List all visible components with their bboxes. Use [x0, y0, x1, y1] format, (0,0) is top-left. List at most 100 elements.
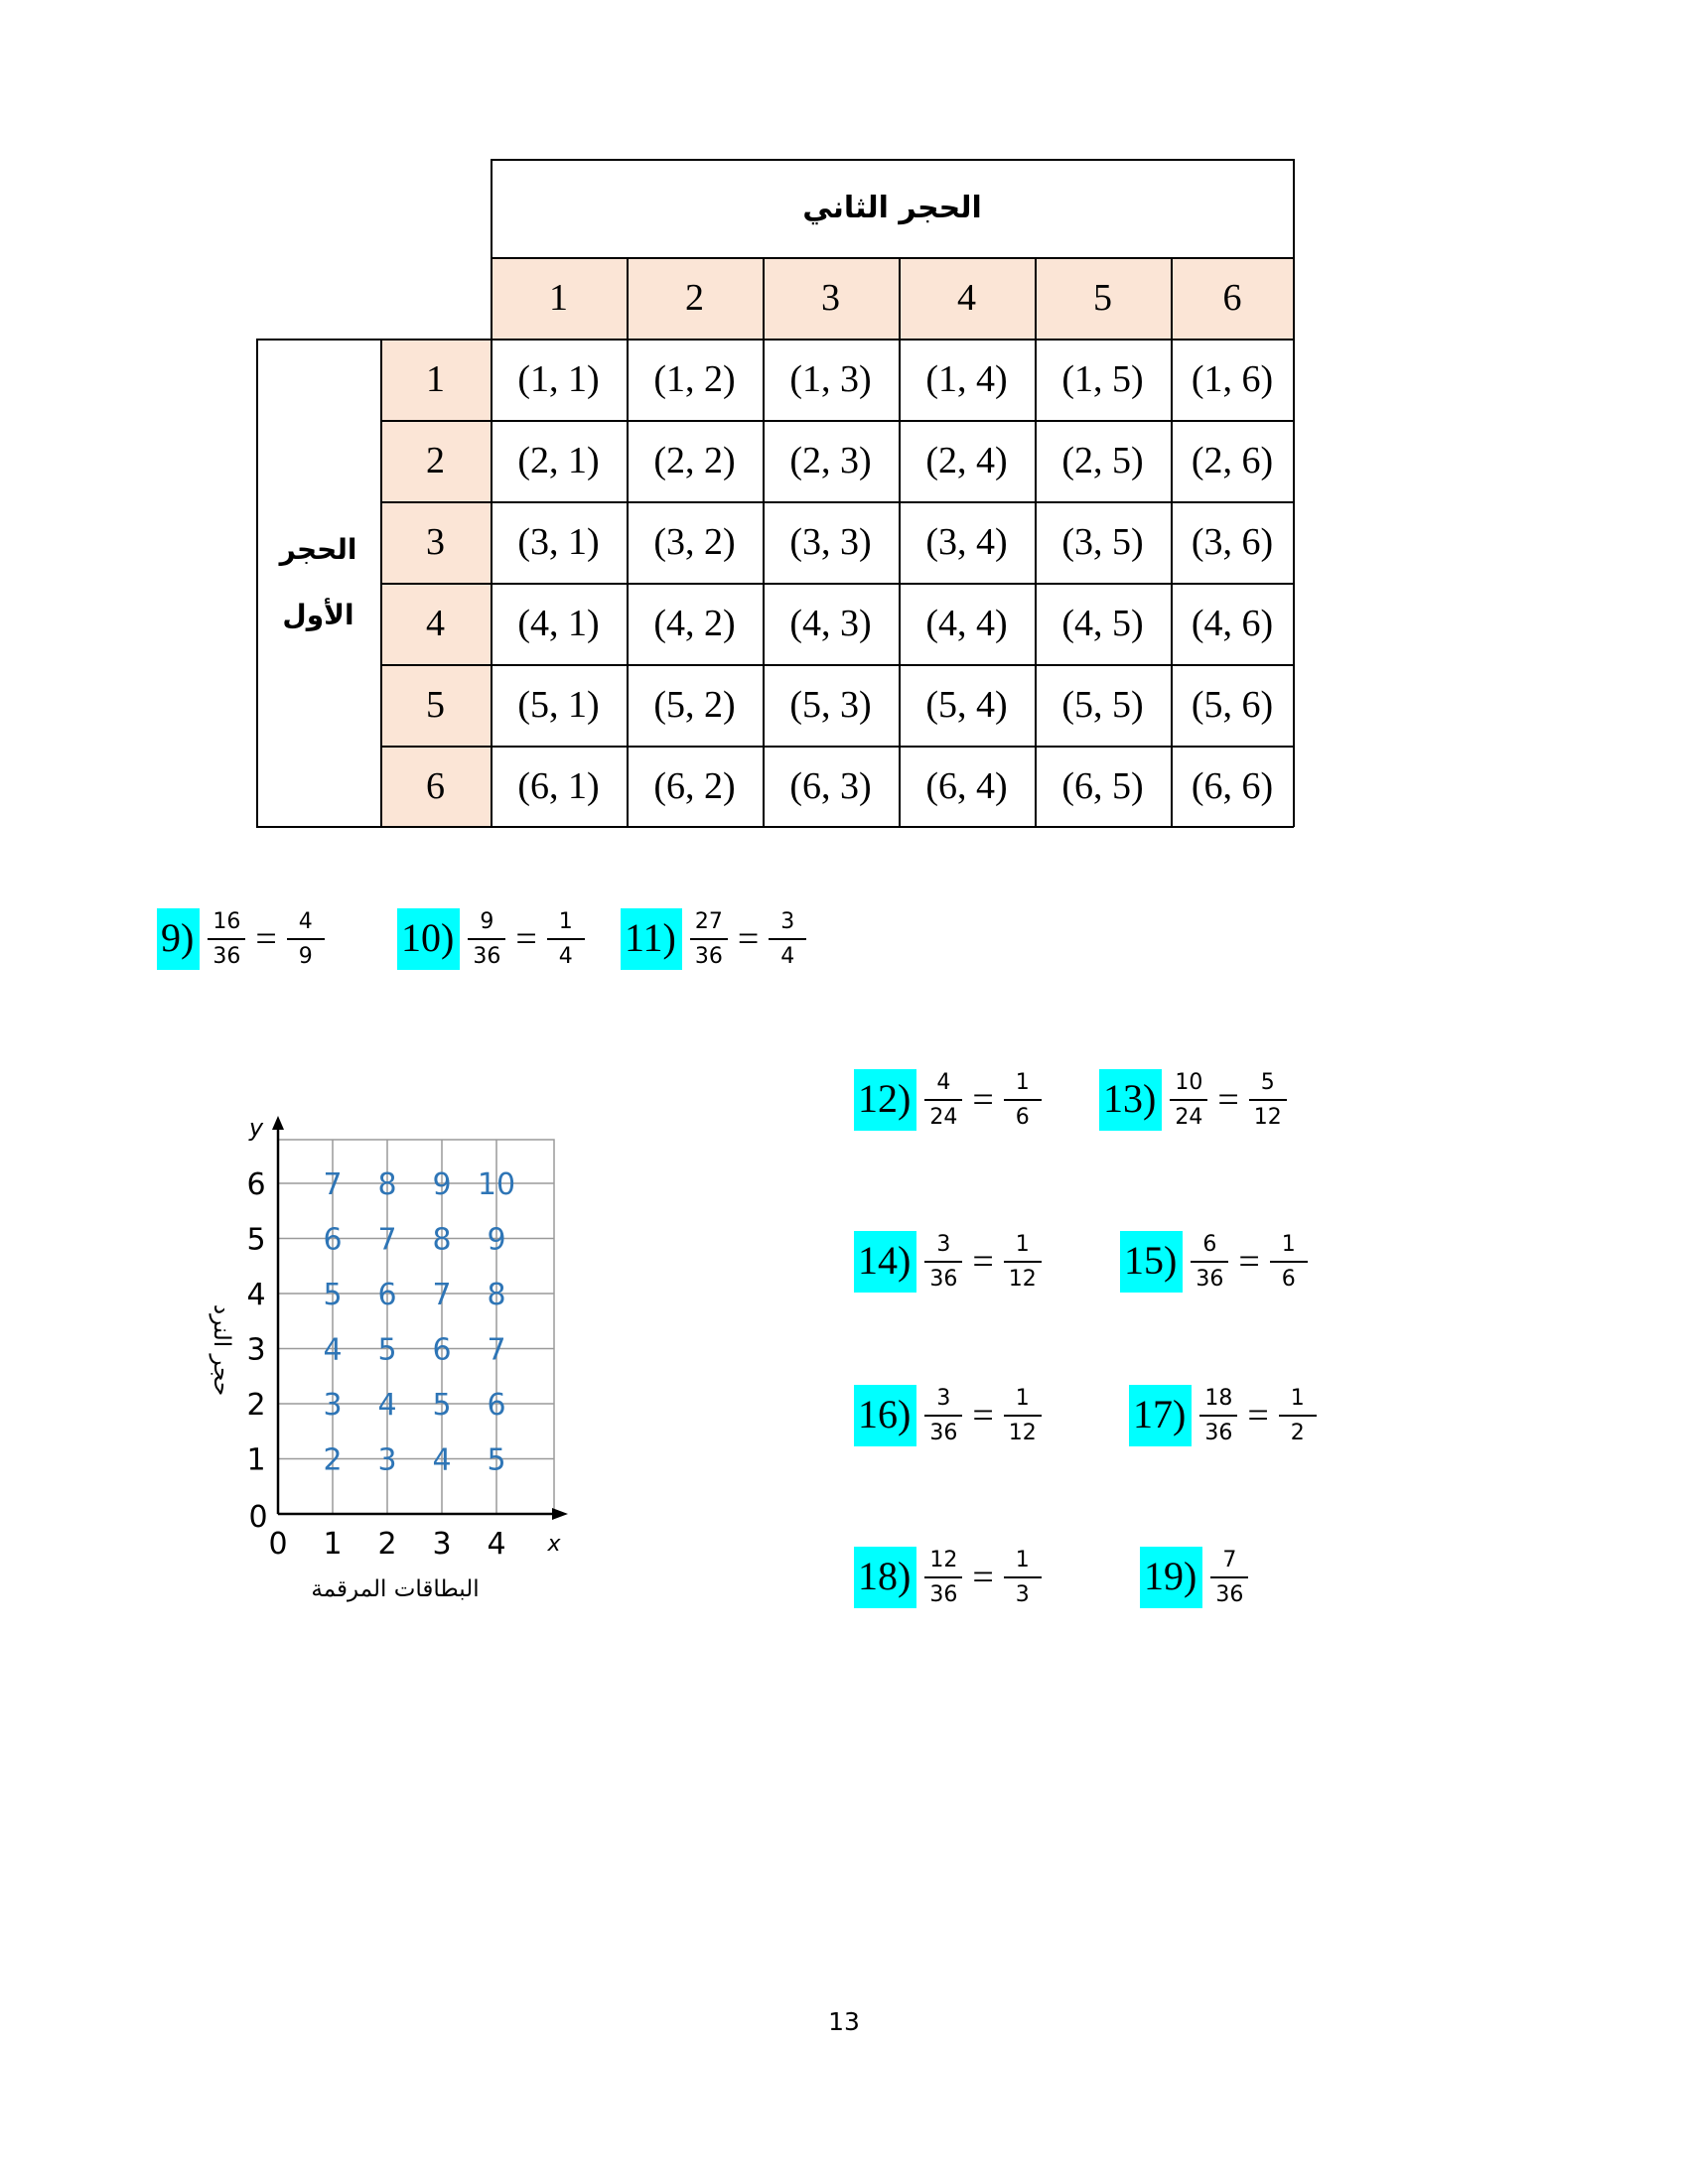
table-border — [1293, 159, 1295, 827]
page-number: 13 — [828, 2007, 860, 2036]
table-border — [380, 339, 382, 827]
denominator: 24 — [1175, 1105, 1203, 1130]
numerator: 1 — [1269, 1232, 1308, 1263]
outcome-cell: (1, 6) — [1191, 358, 1274, 400]
sum-label: 7 — [377, 1223, 396, 1258]
question-number: 11) — [621, 908, 682, 970]
numerator: 6 — [1191, 1232, 1229, 1263]
outcome-cell: (4, 4) — [925, 603, 1008, 644]
sum-label: 8 — [377, 1167, 396, 1202]
sum-label: 4 — [432, 1443, 451, 1478]
table-border — [491, 159, 1294, 161]
denominator: 36 — [929, 1421, 958, 1445]
numerator: 5 — [1248, 1070, 1287, 1101]
denominator: 6 — [1015, 1105, 1030, 1130]
denominator: 9 — [298, 944, 313, 969]
sum-label: 7 — [487, 1333, 505, 1368]
denominator: 36 — [212, 944, 241, 969]
sum-label: 10 — [478, 1167, 515, 1202]
equals-sign: = — [972, 1557, 994, 1598]
denominator: 12 — [1008, 1421, 1037, 1445]
column-header: 4 — [899, 257, 1035, 339]
numerator: 12 — [924, 1548, 963, 1578]
denominator: 3 — [1015, 1582, 1030, 1607]
table-border — [763, 257, 765, 827]
sum-label: 8 — [432, 1223, 451, 1258]
question-number: 15) — [1120, 1231, 1184, 1293]
row-header: 5 — [380, 664, 491, 746]
y-axis-arrow — [272, 1116, 284, 1130]
table-border — [491, 159, 492, 827]
question-number: 13) — [1099, 1069, 1163, 1131]
outcome-cell: (5, 4) — [925, 684, 1008, 726]
sum-label: 3 — [323, 1388, 342, 1423]
outcome-cell: (4, 2) — [653, 603, 736, 644]
x-tick-label: 2 — [377, 1527, 396, 1562]
equals-sign: = — [255, 918, 277, 960]
x-axis-letter: x — [546, 1532, 561, 1557]
sum-label: 5 — [487, 1443, 505, 1478]
column-header: 3 — [763, 257, 899, 339]
sum-label: 2 — [323, 1443, 342, 1478]
sum-label: 5 — [432, 1388, 451, 1423]
equals-sign: = — [515, 918, 537, 960]
column-header: 1 — [491, 257, 627, 339]
outcome-cell: (5, 5) — [1061, 684, 1144, 726]
outcome-cell: (6, 3) — [789, 765, 872, 807]
y-tick-label: 2 — [246, 1388, 265, 1423]
numerator: 3 — [924, 1232, 963, 1263]
denominator: 24 — [929, 1105, 958, 1130]
denominator: 4 — [780, 944, 795, 969]
denominator: 36 — [1204, 1421, 1233, 1445]
numerator: 1 — [1003, 1386, 1042, 1417]
equals-sign: = — [1247, 1395, 1269, 1436]
denominator: 36 — [929, 1267, 958, 1292]
outcome-cell: (6, 2) — [653, 765, 736, 807]
equals-sign: = — [972, 1241, 994, 1283]
outcome-cell: (3, 2) — [653, 521, 736, 563]
outcome-cell: (5, 1) — [517, 684, 600, 726]
outcome-cell: (2, 5) — [1061, 440, 1144, 481]
y-tick-label: 4 — [246, 1278, 265, 1312]
row-header: 3 — [380, 501, 491, 583]
outcome-cell: (4, 5) — [1061, 603, 1144, 644]
numerator: 3 — [924, 1386, 963, 1417]
outcome-cell: (5, 2) — [653, 684, 736, 726]
outcome-cell: (3, 6) — [1191, 521, 1274, 563]
question-number: 9) — [157, 908, 201, 970]
numerator: 27 — [689, 909, 728, 940]
x-tick-label: 4 — [487, 1527, 505, 1562]
column-header: 2 — [627, 257, 763, 339]
question-number: 18) — [854, 1547, 917, 1608]
outcome-cell: (2, 6) — [1191, 440, 1274, 481]
equals-sign: = — [972, 1395, 994, 1436]
table-border — [380, 583, 1294, 585]
question-number: 19) — [1140, 1547, 1203, 1608]
y-tick-label: 1 — [246, 1443, 265, 1478]
equals-sign: = — [1238, 1241, 1260, 1283]
denominator: 36 — [1196, 1267, 1224, 1292]
outcome-cell: (1, 5) — [1061, 358, 1144, 400]
equals-sign: = — [737, 918, 760, 960]
x-axis-arrow — [552, 1508, 568, 1520]
numerator: 4 — [924, 1070, 963, 1101]
table-border — [256, 826, 1294, 828]
outcome-cell: (3, 1) — [517, 521, 600, 563]
numerator: 3 — [769, 909, 807, 940]
column-header: 5 — [1035, 257, 1171, 339]
table-border — [627, 257, 629, 827]
table-border — [1171, 257, 1173, 827]
